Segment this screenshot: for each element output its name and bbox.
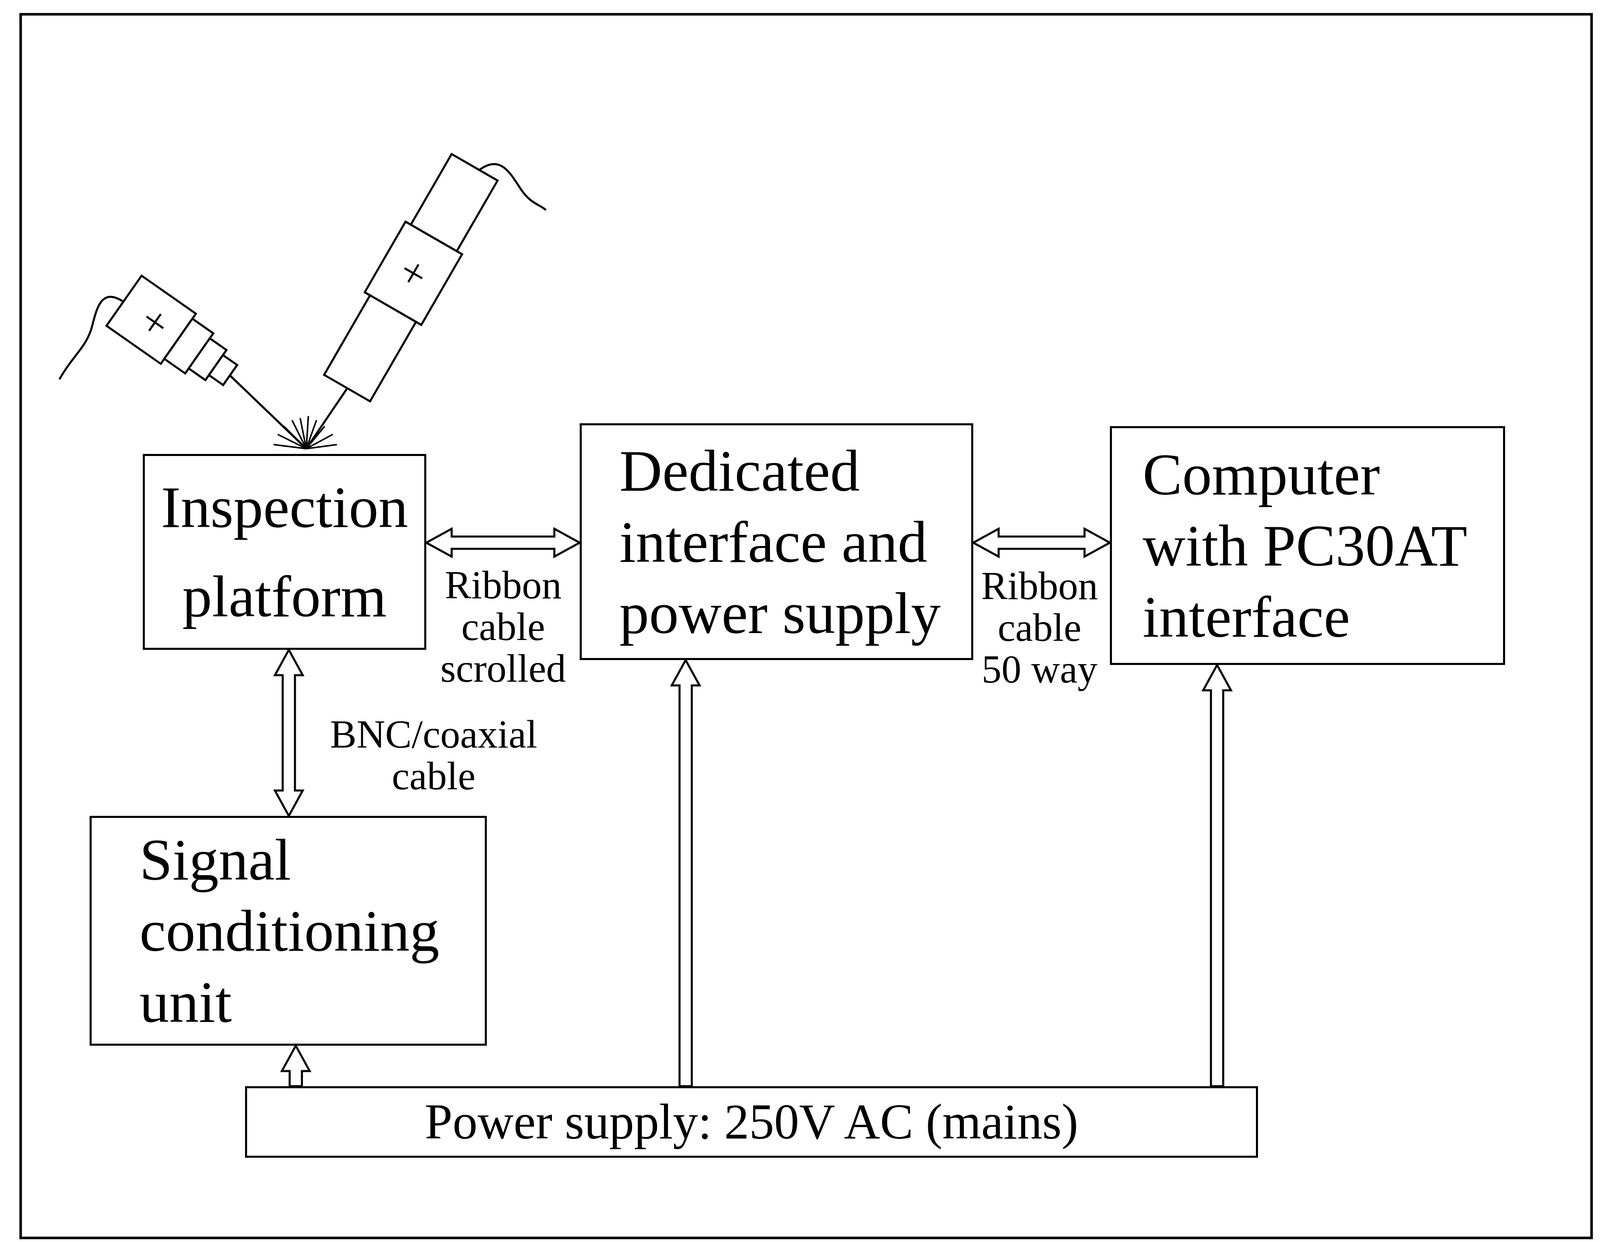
beam-line bbox=[306, 388, 348, 449]
cross-mark bbox=[140, 308, 169, 337]
probe-cable bbox=[59, 297, 124, 380]
cross-mark bbox=[399, 259, 428, 288]
right-probe bbox=[306, 150, 547, 449]
node-text: Computer with PC30AT interface bbox=[1142, 438, 1487, 653]
probe-body bbox=[324, 295, 416, 402]
node-text: Signal conditioning unit bbox=[139, 824, 477, 1038]
process-box: Dedicated interface and power supply bbox=[579, 423, 974, 661]
process-box: Computer with PC30AT interface bbox=[1109, 426, 1506, 666]
probe-tip bbox=[209, 355, 238, 385]
process-box: Signal conditioning unit bbox=[89, 816, 487, 1047]
hollow-arrow bbox=[426, 528, 580, 557]
outer-frame bbox=[20, 14, 1592, 1239]
power-bar: Power supply: 250V AC (mains) bbox=[245, 1086, 1258, 1159]
cable-label: Ribbon cable 50 way bbox=[977, 565, 1103, 691]
node-text: Dedicated interface and power supply bbox=[619, 435, 964, 649]
process-box: Inspection platform bbox=[142, 454, 427, 651]
left-probe bbox=[59, 275, 307, 449]
hollow-arrow bbox=[274, 650, 303, 817]
hollow-arrow bbox=[671, 660, 700, 1087]
node-text: Power supply: 250V AC (mains) bbox=[424, 1094, 1078, 1150]
node-text: Inspection platform bbox=[157, 463, 412, 642]
hollow-arrow bbox=[1203, 665, 1231, 1087]
cable-label: BNC/coaxial cable bbox=[319, 713, 549, 798]
beam-line bbox=[229, 375, 307, 450]
hollow-arrow bbox=[281, 1046, 310, 1087]
spark bbox=[273, 416, 338, 449]
cable-label: Ribbon cable scrolled bbox=[427, 564, 579, 690]
hollow-arrow bbox=[973, 528, 1110, 557]
